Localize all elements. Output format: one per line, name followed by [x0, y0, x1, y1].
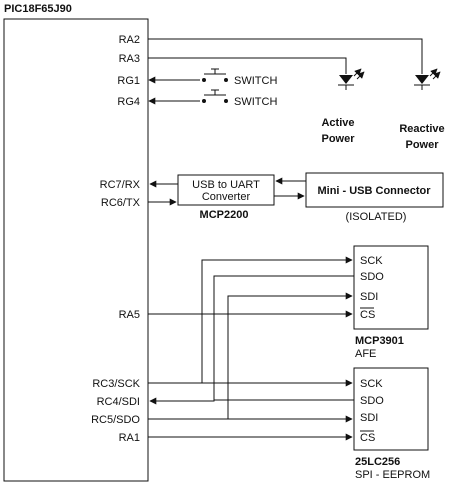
switch-icon — [202, 68, 228, 82]
pin-ra5: RA5 — [119, 309, 140, 321]
pin-rc7-rx: RC7/RX — [100, 179, 141, 191]
eeprom-sdo: SDO — [360, 395, 384, 407]
mcu-block — [3, 18, 149, 482]
pin-rc3-sck: RC3/SCK — [92, 378, 140, 390]
led-icon — [338, 68, 365, 90]
active-power-label-1: Active — [321, 117, 354, 129]
afe-desc: AFE — [355, 348, 376, 360]
pin-ra2: RA2 — [119, 34, 140, 46]
mini-usb-connector-block — [305, 172, 444, 208]
afe-part: MCP3901 — [355, 335, 404, 347]
pin-ra3: RA3 — [119, 53, 140, 65]
wire-ra2-reactive-led — [148, 38, 423, 74]
reactive-power-label-2: Power — [405, 139, 439, 151]
eeprom-part: 25LC256 — [355, 456, 400, 468]
afe-cs: CS — [360, 309, 375, 321]
usb-uart-subtitle: Converter — [202, 191, 251, 203]
afe-block — [353, 245, 429, 330]
switch-icon — [202, 89, 228, 103]
afe-sdo: SDO — [360, 271, 384, 283]
usb-uart-part: MCP2200 — [200, 209, 249, 221]
mcu-title: PIC18F65J90 — [4, 3, 72, 15]
led-icon — [414, 68, 441, 90]
eeprom-cs: CS — [360, 432, 375, 444]
pin-ra1: RA1 — [119, 432, 140, 444]
pin-rc5-sdo: RC5/SDO — [91, 414, 140, 426]
pin-rc6-tx: RC6/TX — [101, 197, 141, 209]
mini-usb-title: Mini - USB Connector — [317, 185, 431, 197]
reactive-power-label-1: Reactive — [399, 123, 444, 135]
switch-label-1: SWITCH — [234, 75, 277, 87]
pin-rg1: RG1 — [117, 75, 140, 87]
spi-bus-wires — [148, 256, 354, 441]
wire-ra3-active-led — [148, 57, 347, 74]
usb-uart-converter-block — [177, 174, 275, 206]
switch-label-2: SWITCH — [234, 96, 277, 108]
pin-rc4-sdi: RC4/SDI — [97, 396, 140, 408]
usb-uart-title: USB to UART — [192, 179, 260, 191]
eeprom-block — [353, 367, 429, 451]
afe-sdi: SDI — [360, 291, 378, 303]
pin-rg4: RG4 — [117, 96, 140, 108]
mini-usb-note: (ISOLATED) — [346, 211, 407, 223]
eeprom-desc: SPI - EEPROM — [355, 469, 430, 481]
active-power-label-2: Power — [321, 133, 355, 145]
afe-sck: SCK — [360, 255, 383, 267]
eeprom-sck: SCK — [360, 378, 383, 390]
eeprom-sdi: SDI — [360, 412, 378, 424]
